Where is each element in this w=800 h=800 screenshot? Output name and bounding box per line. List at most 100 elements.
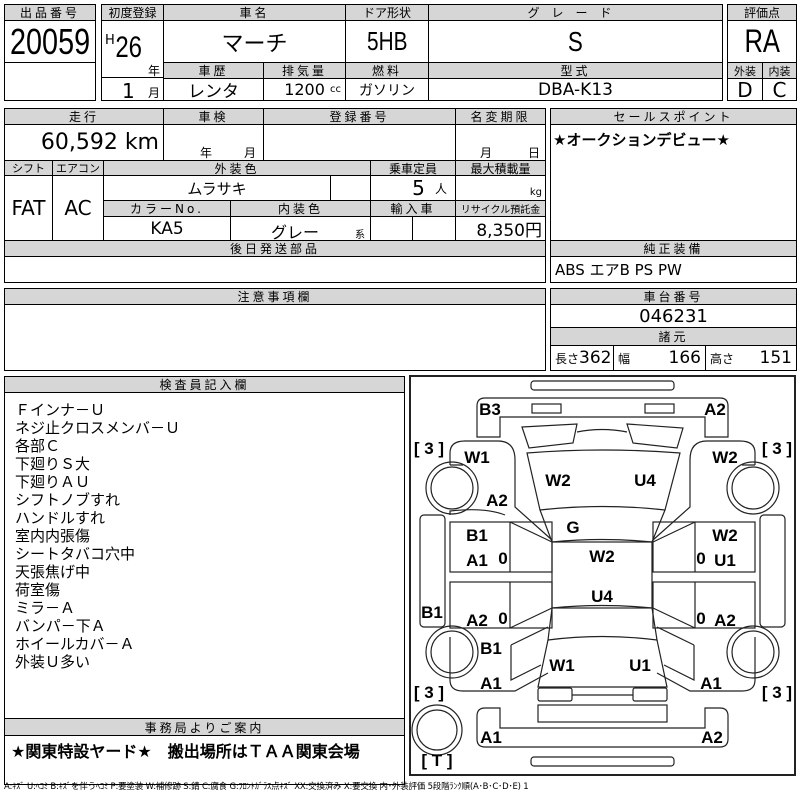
damage-diagram: B3 A2 [ 3 ] [ 3 ] [ 3 ] [ 3 ] [ T ] W1 A… — [409, 375, 796, 776]
fuel-label: 燃料 — [345, 62, 429, 79]
name-change-date: 月 日 — [455, 124, 546, 161]
grade-label: グレード — [428, 4, 723, 21]
label-door-rl-2: 0 — [498, 609, 507, 628]
length-value: 362 — [579, 348, 612, 368]
label-door-fl-2: A1 — [466, 551, 488, 570]
fuel: ガソリン — [345, 78, 429, 101]
reg-number-label: 登録番号 — [263, 108, 456, 125]
label-tire-rl: [ 3 ] — [414, 683, 444, 702]
inspector-note: ハンドルすれ — [15, 509, 106, 527]
label-door-fr-1: W2 — [712, 526, 738, 545]
label-windshield: G — [566, 518, 579, 537]
legend: A:ｷｽﾞ U:ﾍｺﾐ B:ｷｽﾞを伴うﾍｺﾐ P:要塗装 W:補修跡 S:錆 … — [4, 782, 529, 792]
int-color-value: グレー — [271, 223, 320, 241]
label-door-fl-3: 0 — [498, 549, 507, 568]
color-no: KA5 — [103, 216, 231, 241]
roof — [551, 541, 653, 609]
chassis-number: 046231 — [550, 304, 797, 328]
capacity-unit: 人 — [434, 181, 447, 196]
ext-color-label: 外装色 — [103, 160, 371, 176]
int-color-suffix: 系 — [355, 230, 365, 241]
label-tire-rr: [ 3 ] — [762, 683, 792, 702]
headlight-r — [644, 403, 675, 414]
car-name: マーチ — [163, 20, 346, 63]
equipment: ABS エアB PS PW — [550, 256, 797, 283]
wheels — [411, 461, 780, 756]
nc-month-unit: 月 — [480, 146, 493, 160]
fender-rr — [656, 626, 756, 692]
import-label: 輸入車 — [370, 200, 456, 217]
displacement: 1200 cc — [263, 78, 346, 101]
int-color: グレー 系 — [230, 216, 371, 241]
inspector-note: 下廻りＳ大 — [15, 455, 91, 473]
displacement-unit: cc — [330, 84, 341, 95]
label-front-bumper-l: B3 — [479, 400, 501, 419]
inspector-note: ネジ止クロスメンバ－Ｕ — [15, 419, 181, 437]
label-fender-rl-2: A1 — [480, 674, 502, 693]
ext-color-extra — [330, 175, 371, 201]
label-roof-1: W2 — [589, 547, 615, 566]
label-fender-rl-1: B1 — [480, 639, 502, 658]
shift-label: シフト — [4, 160, 53, 176]
height-value: 151 — [759, 348, 792, 368]
displacement-value: 1200 — [284, 80, 325, 99]
inspection-year-unit: 年 — [200, 146, 213, 160]
color-no-label: カラーNo. — [103, 200, 231, 217]
aircon: AC — [52, 175, 104, 241]
history-label: 車歴 — [163, 62, 264, 79]
taillight-r — [632, 687, 668, 702]
label-trunk-2: U1 — [629, 656, 651, 675]
ext-color: ムラサキ — [103, 175, 331, 201]
rear-window — [547, 604, 658, 641]
inspector-note: 天張焦げ中 — [15, 563, 91, 581]
windshield — [539, 509, 666, 543]
reg-year: 26 — [115, 31, 143, 64]
mileage-label: 走行 — [4, 108, 164, 125]
registration-label: 初度登録 — [101, 4, 164, 21]
import-b — [412, 216, 456, 241]
height-label: 高さ — [710, 351, 735, 366]
label-sill-l: B1 — [421, 603, 443, 622]
label-door-rr-2: 0 — [696, 609, 705, 628]
inspector-note: ミラ－Ａ — [15, 599, 76, 617]
fender-rl — [449, 626, 549, 692]
interior-score: C — [762, 78, 797, 101]
door-fl — [449, 521, 553, 573]
equipment-label: 純正装備 — [550, 240, 797, 257]
label-front-bumper-r: A2 — [704, 400, 726, 419]
inspector-note: 荷室傷 — [15, 581, 61, 599]
height: 高さ 151 — [705, 345, 797, 371]
capacity-value: 5 — [412, 176, 425, 200]
displacement-label: 排気量 — [263, 62, 346, 79]
lot-number: 20059 — [4, 20, 96, 63]
office-notice: ★関東特設ヤード★ 搬出場所はＴＡＡ関東会場 — [4, 735, 405, 785]
inspector-note: シートタバコ穴中 — [15, 545, 136, 563]
office-label: 事務局よりご案内 — [4, 718, 405, 736]
label-rear-bumper-l: A1 — [480, 728, 502, 747]
label-door-fl-1: B1 — [466, 526, 488, 545]
inspector-note: ホイールカバ－Ａ — [15, 635, 135, 653]
caution — [4, 304, 546, 371]
label-tire-fl: [ 3 ] — [414, 439, 444, 458]
capacity-label: 乗車定員 — [370, 160, 456, 176]
score-label: 評価点 — [727, 4, 797, 21]
car-name-label: 車名 — [163, 4, 346, 21]
headlight-l — [531, 403, 562, 414]
label-door-rr-1: A2 — [714, 611, 736, 630]
inspector-note: Ｆインナ－Ｕ — [15, 401, 106, 419]
door-type-label: ドア形状 — [345, 4, 429, 21]
interior-label: 内装 — [762, 62, 797, 79]
label-fender-fl-2: A2 — [486, 491, 508, 510]
inspector-note: 室内内張傷 — [15, 527, 91, 545]
history: レンタ — [163, 78, 264, 101]
door-type-text: 5HB — [366, 26, 408, 56]
fender-fl — [449, 440, 553, 541]
reg-month: 1 — [122, 79, 135, 101]
grade-text: S — [568, 25, 583, 57]
inspector-note: 各部Ｃ — [15, 437, 61, 455]
exterior-score: D — [727, 78, 763, 101]
registration-date: H 26 年 1 月 — [101, 20, 164, 101]
front-bumper — [476, 397, 729, 438]
